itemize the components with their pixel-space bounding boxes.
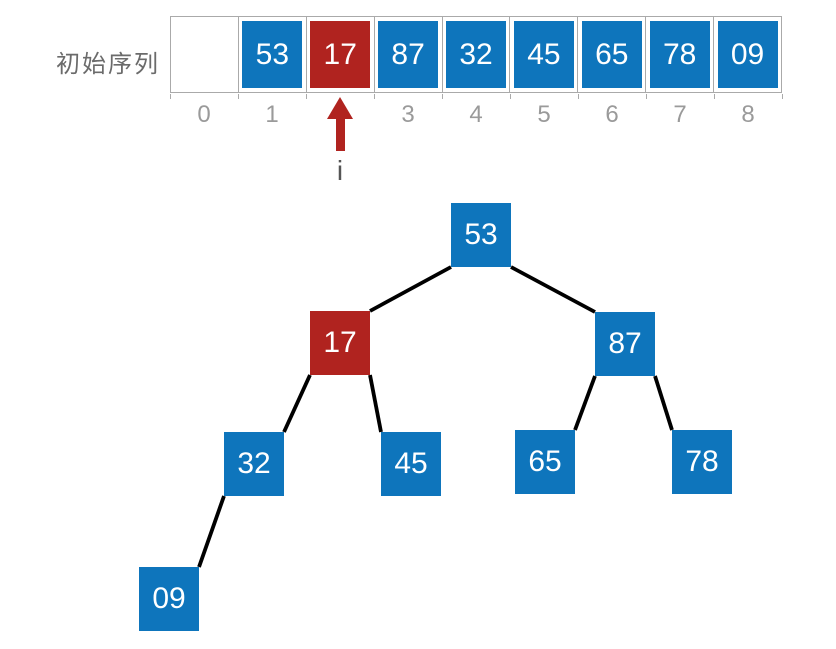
- tree-node-09: 09: [139, 567, 199, 631]
- array-cell: 17: [307, 17, 375, 92]
- array-value: 17: [310, 21, 371, 88]
- array-index: 1: [265, 101, 279, 128]
- tree-node-53: 53: [451, 203, 511, 267]
- array-index: 3: [401, 101, 415, 128]
- array-index: 0: [197, 101, 211, 128]
- tick: [510, 94, 511, 99]
- array-value: 65: [581, 21, 642, 88]
- array-value: 78: [649, 21, 710, 88]
- arrow-up-icon: [327, 97, 353, 119]
- tree-edge: [369, 265, 452, 313]
- array-index: 8: [741, 101, 755, 128]
- arrow-shaft: [336, 118, 345, 151]
- array-cell: 32: [443, 17, 511, 92]
- tree-node-45: 45: [381, 432, 441, 496]
- tree-edge: [510, 265, 596, 314]
- array-index: 6: [605, 101, 619, 128]
- tree-edge: [653, 375, 674, 431]
- array-index: 7: [673, 101, 687, 128]
- array-value: 32: [446, 21, 506, 88]
- tick: [782, 94, 783, 99]
- array-cell: 65: [578, 17, 647, 92]
- tree-node-65: 65: [515, 430, 575, 494]
- array-value: 09: [717, 21, 778, 88]
- tick: [374, 94, 375, 99]
- array-index-row: 0 1 3 4 5 6 7 8: [170, 101, 782, 129]
- array-cell: [171, 17, 239, 92]
- tick: [714, 94, 715, 99]
- array-cell: 09: [714, 17, 781, 92]
- tree-edge: [197, 495, 226, 568]
- tree-edge: [368, 374, 383, 433]
- tick: [646, 94, 647, 99]
- array-value: 53: [242, 21, 303, 88]
- array-cell: 45: [510, 17, 579, 92]
- array-cell: 78: [646, 17, 715, 92]
- tree-edge: [573, 375, 597, 431]
- array-tick-row: [170, 94, 783, 99]
- tick: [442, 94, 443, 99]
- tree-node-78: 78: [672, 430, 732, 494]
- tick: [306, 94, 307, 99]
- array-index: 4: [469, 101, 483, 128]
- tree-node-87: 87: [595, 312, 655, 376]
- array-cell: 87: [375, 17, 443, 92]
- array-index: 5: [537, 101, 551, 128]
- tree-node-17: 17: [310, 311, 370, 375]
- i-pointer-label: i: [336, 155, 344, 186]
- tick: [170, 94, 171, 99]
- tree-node-32: 32: [224, 432, 284, 496]
- tick: [238, 94, 239, 99]
- initial-sequence-label: 初始序列: [56, 51, 160, 78]
- tree-edge: [282, 374, 312, 433]
- array-value: 87: [378, 21, 439, 88]
- tick: [578, 94, 579, 99]
- array-cell: 53: [239, 17, 307, 92]
- array-value: 45: [513, 21, 574, 88]
